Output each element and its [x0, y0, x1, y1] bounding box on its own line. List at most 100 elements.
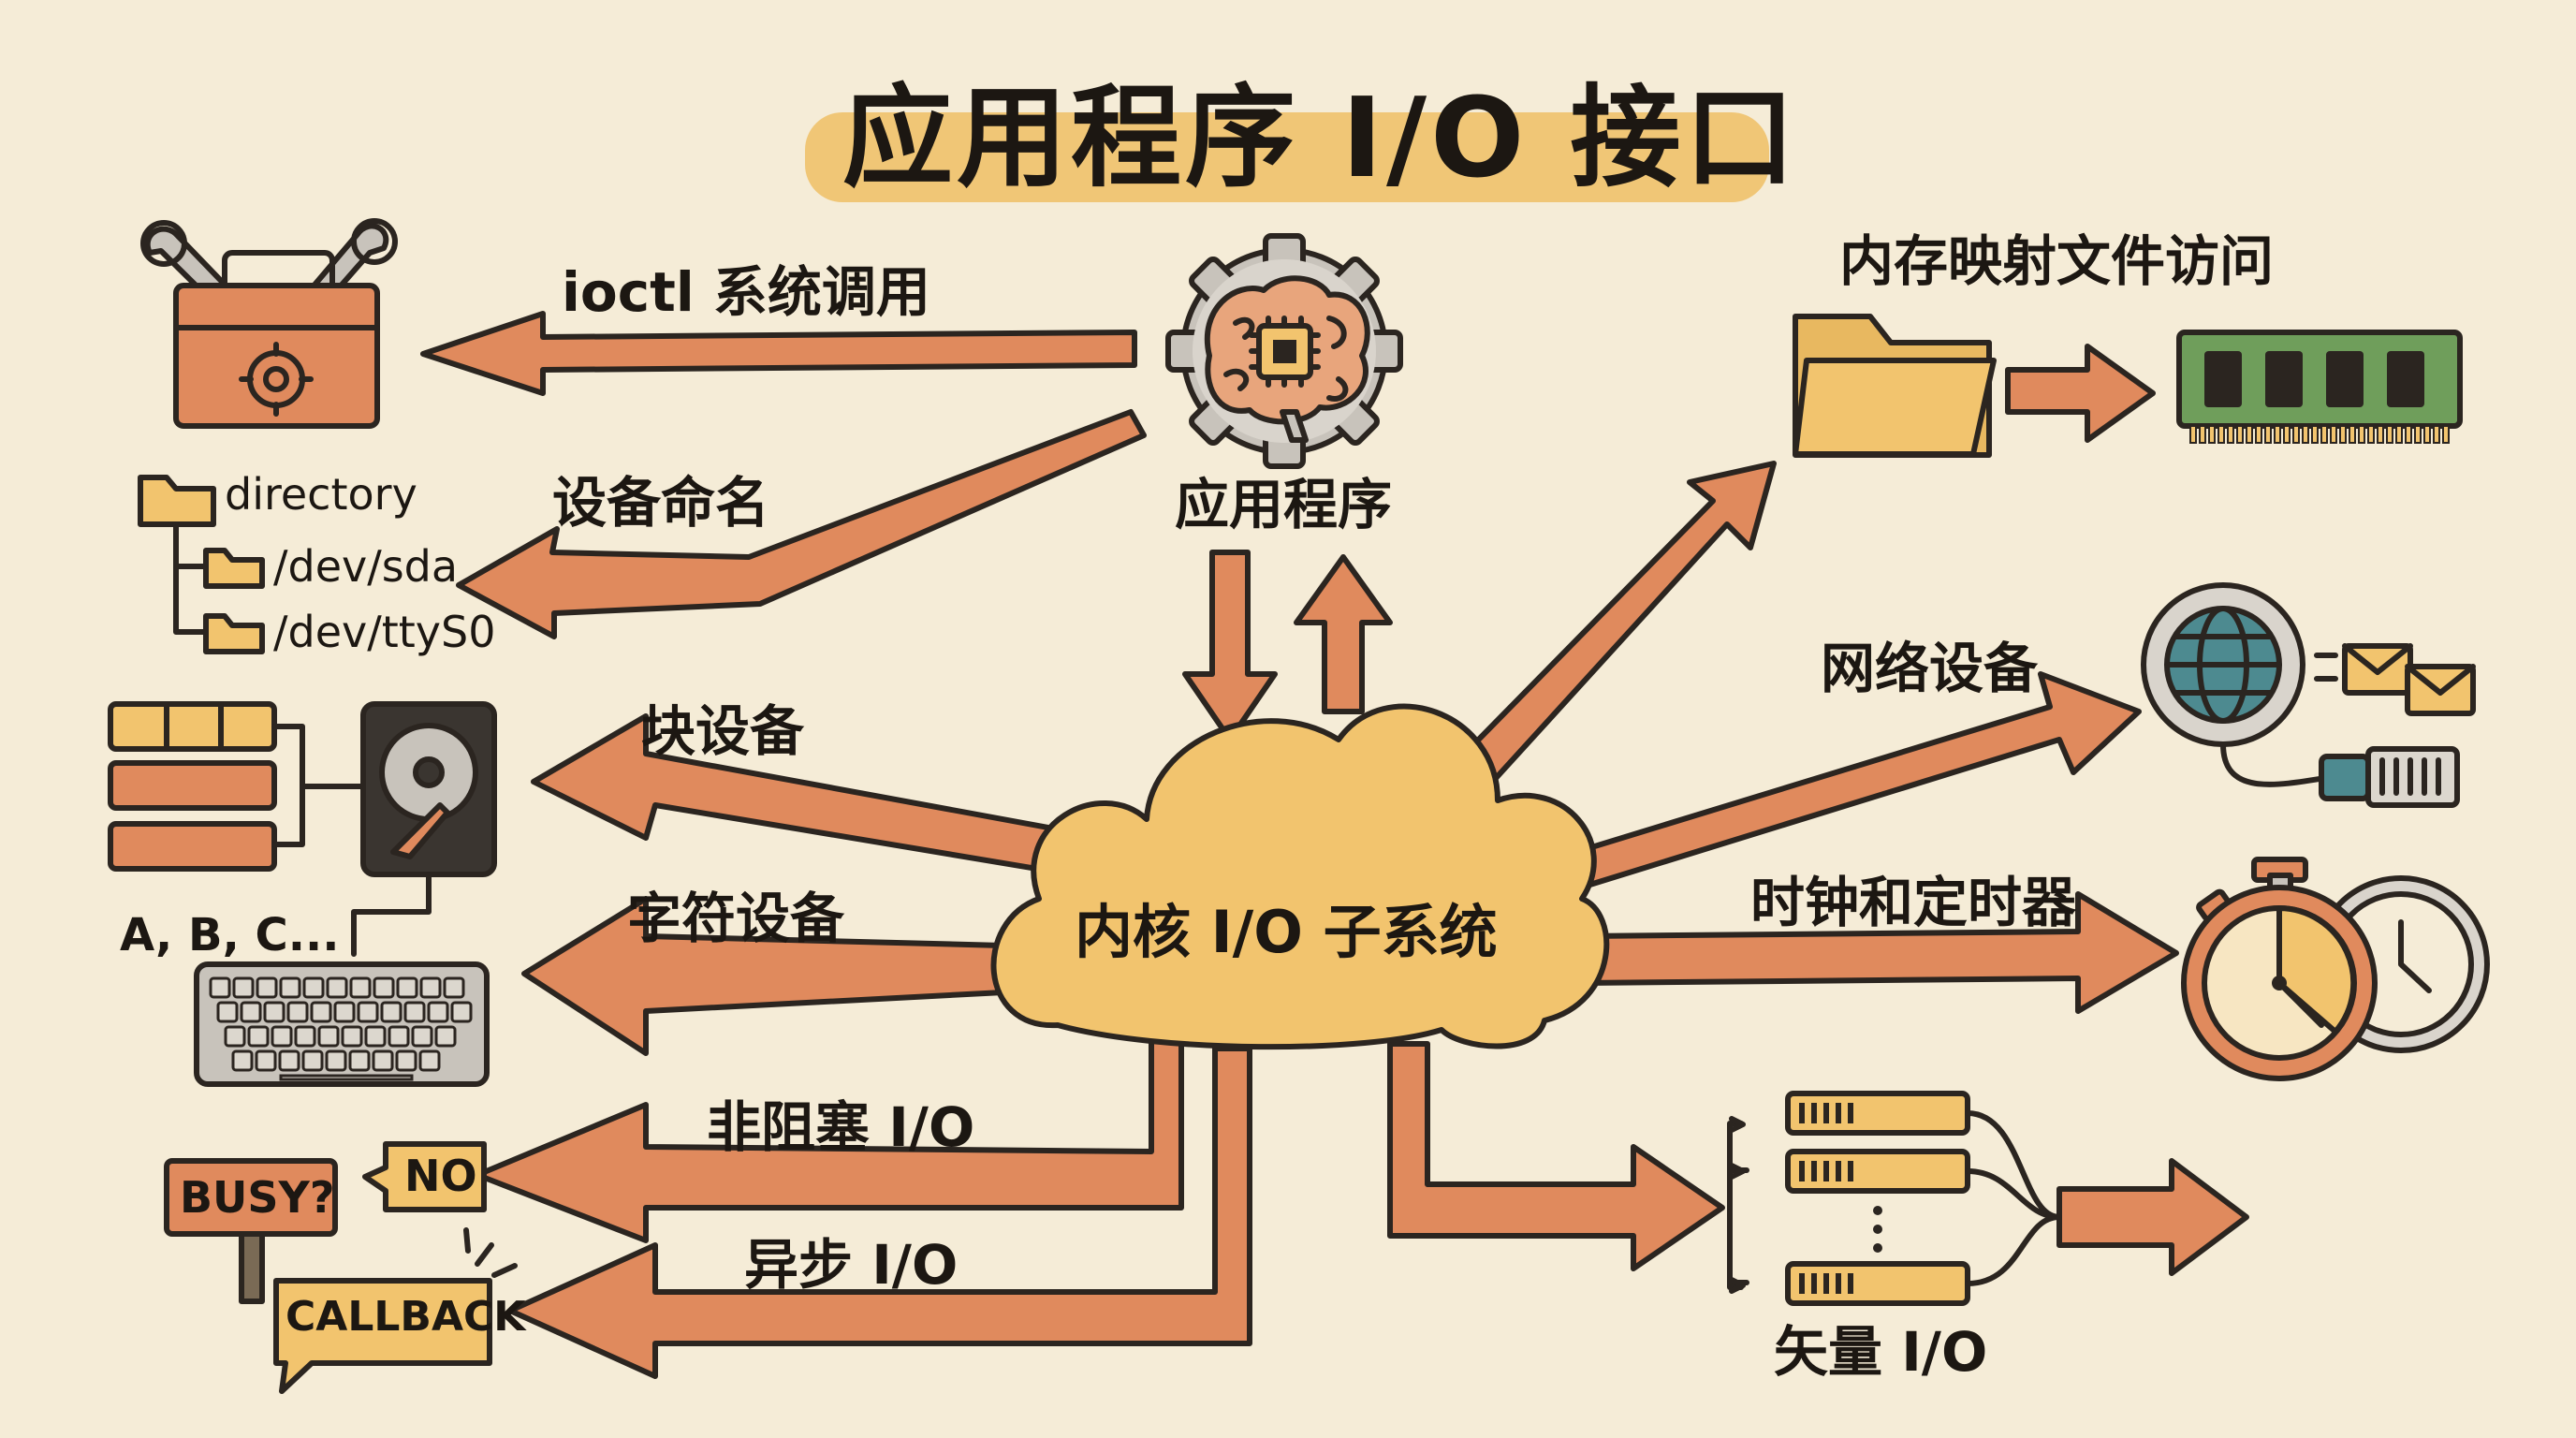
- memory-pin: [2320, 425, 2328, 444]
- directory-root-label: directory: [225, 469, 417, 520]
- network-cable-icon: [2319, 746, 2460, 808]
- block-stack-icon: [108, 701, 371, 872]
- keyboard-key: [317, 1025, 340, 1048]
- kernel-to-app-arrow: [1294, 554, 1393, 714]
- keyboard-key: [263, 1001, 285, 1023]
- app-to-kernel-arrow: [1182, 550, 1278, 742]
- network-arrow: [1528, 671, 2142, 902]
- keyboard-key: [333, 1001, 356, 1023]
- keyboard-key: [427, 1001, 449, 1023]
- memory-pin: [2423, 425, 2431, 444]
- memory-pin: [2236, 425, 2244, 444]
- directory-tree: [138, 475, 265, 654]
- mmap-label: 内存映射文件访问: [1839, 229, 2275, 293]
- memory-pin: [2264, 425, 2272, 444]
- keyboard-key: [388, 1025, 410, 1048]
- memory-pin: [2246, 425, 2253, 444]
- keyboard-key: [434, 1025, 457, 1048]
- keyboard-key: [310, 1001, 332, 1023]
- keyboard-key: [348, 1049, 371, 1072]
- vector-output-arrow: [2056, 1158, 2249, 1276]
- memory-pin: [2395, 425, 2403, 444]
- toolbox-icon: [140, 218, 398, 429]
- memory-pin: [2292, 425, 2300, 444]
- keyboard-key: [231, 1049, 254, 1072]
- nonblocking-arrow: [475, 1036, 1184, 1243]
- char-example-text: A, B, C...: [120, 909, 340, 961]
- device-naming-label: 设备命名: [552, 471, 770, 535]
- kernel-cloud: [990, 703, 1610, 1050]
- vector-io-label: 矢量 I/O: [1774, 1320, 1988, 1384]
- memory-module-icon: [2176, 330, 2463, 444]
- keyboard-key: [271, 1025, 293, 1048]
- keyboard-key: [349, 976, 372, 999]
- block-device-arrow: [531, 713, 1107, 878]
- kernel-label: 内核 I/O 子系统: [1075, 898, 1498, 966]
- device-naming-arrow: [456, 409, 1147, 639]
- block-device-label: 块设备: [641, 699, 805, 763]
- keyboard-key: [411, 1025, 433, 1048]
- keyboard-key: [255, 1049, 277, 1072]
- memory-pin: [2227, 425, 2234, 444]
- memory-pin: [2311, 425, 2319, 444]
- keyboard-key: [278, 1049, 300, 1072]
- keyboard-key: [224, 1025, 246, 1048]
- keyboard-key: [294, 1025, 316, 1048]
- memory-pin: [2255, 425, 2262, 444]
- no-bubble-icon: [362, 1141, 487, 1212]
- busy-sign-icon: [164, 1158, 338, 1304]
- keyboard-key: [209, 976, 231, 999]
- memory-pin: [2442, 425, 2450, 444]
- memory-pin: [2330, 425, 2337, 444]
- keyboard-key: [301, 1049, 324, 1072]
- busy-sign-text: BUSY?: [180, 1172, 335, 1223]
- globe-icon: [2141, 582, 2334, 787]
- keyboard-key: [357, 1001, 379, 1023]
- keyboard-key: [443, 976, 465, 999]
- memory-pin: [2414, 425, 2422, 444]
- mmap-small-arrow: [2005, 344, 2156, 443]
- memory-pin: [2405, 425, 2412, 444]
- keyboard-key: [395, 1049, 417, 1072]
- async-arrow: [507, 1046, 1252, 1379]
- directory-item-ttys0: /dev/ttyS0: [273, 607, 496, 657]
- keyboard-key: [279, 976, 301, 999]
- network-label: 网络设备: [1821, 637, 2039, 700]
- hard-disk-icon: [360, 701, 497, 877]
- memory-pin: [2349, 425, 2356, 444]
- keyboard-key: [256, 976, 278, 999]
- clock-arrow: [1579, 891, 2179, 1014]
- application-label: 应用程序: [1175, 473, 1393, 536]
- keyboard-key: [326, 976, 348, 999]
- chip-icon: [1249, 315, 1321, 388]
- clock-label: 时钟和定时器: [1750, 871, 2077, 934]
- ioctl-arrow: [420, 311, 1137, 396]
- title-highlight: [805, 112, 1769, 202]
- keyboard-key: [302, 976, 325, 999]
- mmap-arrow: [1453, 461, 1777, 789]
- keyboard-key: [450, 1001, 473, 1023]
- memory-pin: [2339, 425, 2347, 444]
- keyboard-key: [216, 1001, 239, 1023]
- keyboard-key: [341, 1025, 363, 1048]
- vector-arrow: [1387, 1041, 1725, 1271]
- keyboard-icon: [194, 961, 490, 1087]
- keyboard-key: [240, 1001, 262, 1023]
- keyboard-key: [380, 1001, 402, 1023]
- keyboard-key: [247, 1025, 270, 1048]
- envelope-icon: [2314, 643, 2476, 716]
- keyboard-key: [364, 1025, 387, 1048]
- nonblocking-label: 非阻塞 I/O: [707, 1095, 975, 1159]
- memory-pin: [2433, 425, 2440, 444]
- folder-icon: [1793, 314, 1997, 458]
- memory-pin: [2274, 425, 2281, 444]
- memory-pin: [2217, 425, 2225, 444]
- keyboard-key: [373, 976, 395, 999]
- vector-buffers-icon: [1727, 1091, 2062, 1306]
- memory-pin: [2283, 425, 2291, 444]
- char-device-arrow: [521, 896, 1006, 1056]
- ioctl-label: ioctl 系统调用: [562, 260, 930, 324]
- no-bubble-text: NO: [404, 1151, 477, 1201]
- memory-pin: [2367, 425, 2375, 444]
- keyboard-key: [286, 1001, 309, 1023]
